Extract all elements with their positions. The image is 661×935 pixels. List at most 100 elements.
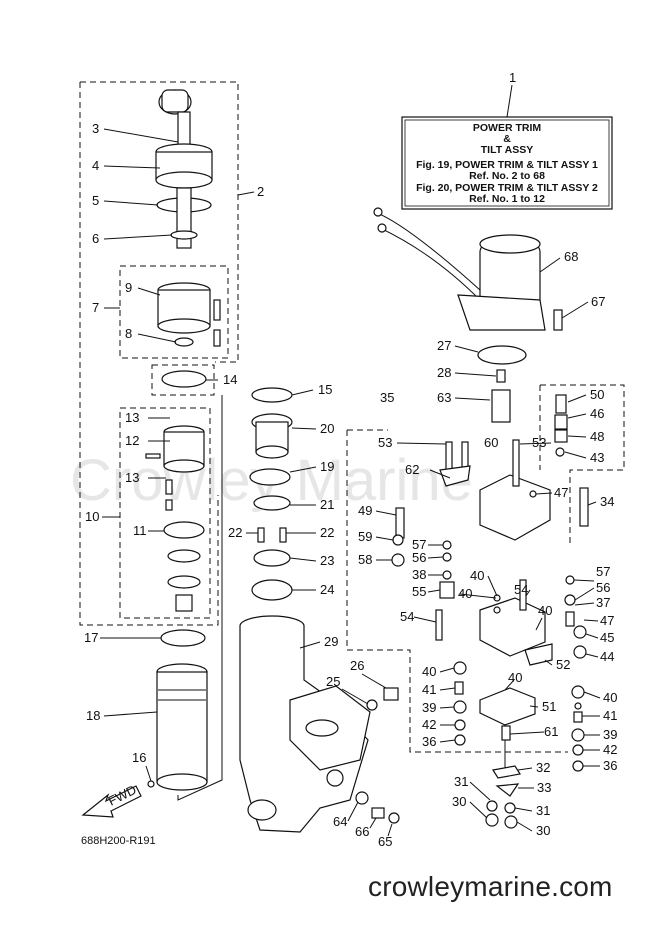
callout-29: 29 — [324, 634, 338, 649]
callout-49: 49 — [358, 503, 372, 518]
callout-3: 3 — [92, 121, 99, 136]
callout-41a: 41 — [422, 682, 436, 697]
callout-44: 44 — [600, 649, 614, 664]
callout-47b: 47 — [600, 613, 614, 628]
callout-13b: 13 — [125, 470, 139, 485]
callout-33: 33 — [537, 780, 551, 795]
callout-51: 51 — [542, 699, 556, 714]
callout-45: 45 — [600, 630, 614, 645]
callout-13a: 13 — [125, 410, 139, 425]
callout-17: 17 — [84, 630, 98, 645]
group-outlines — [79, 81, 625, 753]
callout-30a: 30 — [452, 794, 466, 809]
callout-14: 14 — [223, 372, 237, 387]
callout-31a: 31 — [454, 774, 468, 789]
callout-40d: 40 — [422, 664, 436, 679]
legend-line-7: Ref. No. 1 to 12 — [469, 193, 545, 205]
legend-line-1: POWER TRIM — [473, 122, 541, 134]
callout-11: 11 — [133, 523, 147, 538]
callout-35: 35 — [380, 390, 394, 405]
forward-arrow-icon: FWD — [81, 782, 142, 818]
callout-39b: 39 — [603, 727, 617, 742]
callout-40b: 40 — [458, 586, 472, 601]
callout-39a: 39 — [422, 700, 436, 715]
callout-55: 55 — [412, 584, 426, 599]
leader-lines — [100, 128, 601, 837]
callout-59: 59 — [358, 529, 372, 544]
callout-48: 48 — [590, 429, 604, 444]
legend-box: POWER TRIM & TILT ASSY Fig. 19, POWER TR… — [401, 70, 613, 210]
callout-19: 19 — [320, 459, 334, 474]
callout-12: 12 — [125, 433, 139, 448]
callout-67: 67 — [591, 294, 605, 309]
callout-6: 6 — [92, 231, 99, 246]
callout-26: 26 — [350, 658, 364, 673]
site-url[interactable]: crowleymarine.com — [368, 871, 613, 902]
legend-line-2: & — [503, 133, 511, 145]
callout-42b: 42 — [603, 742, 617, 757]
callout-22b: 22 — [320, 525, 334, 540]
callout-40a: 40 — [470, 568, 484, 583]
callout-56a: 56 — [412, 550, 426, 565]
callout-22a: 22 — [228, 525, 242, 540]
callout-42a: 42 — [422, 717, 436, 732]
callout-5: 5 — [92, 193, 99, 208]
trim-piston-assembly — [249, 387, 293, 601]
callout-57a: 57 — [412, 537, 426, 552]
callout-53b: 53 — [532, 435, 546, 450]
manual-valve-assembly — [485, 740, 521, 829]
callout-7: 7 — [92, 300, 99, 315]
callout-9: 9 — [125, 280, 132, 295]
callout-40f: 40 — [603, 690, 617, 705]
callout-50: 50 — [590, 387, 604, 402]
callout-32: 32 — [536, 760, 550, 775]
callout-63: 63 — [437, 390, 451, 405]
motor-assembly — [373, 207, 563, 423]
legend-line-6: Fig. 20, POWER TRIM & TILT ASSY 2 — [416, 182, 598, 194]
callout-62: 62 — [405, 462, 419, 477]
callout-66: 66 — [355, 824, 369, 839]
callout-numbers: 3 4 5 6 2 7 9 8 14 13 12 13 10 11 17 18 … — [84, 121, 617, 849]
legend-line-4: Fig. 19, POWER TRIM & TILT ASSY 1 — [416, 159, 598, 171]
callout-2: 2 — [257, 184, 264, 199]
callout-18: 18 — [86, 708, 100, 723]
callout-34: 34 — [600, 494, 614, 509]
diagram-code: 688H200-R191 — [81, 835, 156, 847]
callout-15: 15 — [318, 382, 332, 397]
pump-assembly — [391, 394, 589, 599]
callout-27: 27 — [437, 338, 451, 353]
callout-40c: 40 — [538, 603, 552, 618]
callout-47a: 47 — [554, 485, 568, 500]
callout-54a: 54 — [514, 582, 528, 597]
callout-64: 64 — [333, 814, 347, 829]
free-piston-assembly — [145, 425, 205, 612]
callout-16: 16 — [132, 750, 146, 765]
callout-25: 25 — [326, 674, 340, 689]
callout-53a: 53 — [378, 435, 392, 450]
callout-54b: 54 — [400, 609, 414, 624]
callout-20: 20 — [320, 421, 334, 436]
callout-23: 23 — [320, 553, 334, 568]
callout-56b: 56 — [596, 580, 610, 595]
callout-37: 37 — [596, 595, 610, 610]
callout-52: 52 — [556, 657, 570, 672]
callout-46: 46 — [590, 406, 604, 421]
callout-30b: 30 — [536, 823, 550, 838]
housing-body — [239, 615, 400, 833]
tilt-cylinder — [147, 395, 223, 801]
callout-60: 60 — [484, 435, 498, 450]
callout-10: 10 — [85, 509, 99, 524]
callout-43: 43 — [590, 450, 604, 465]
legend-line-5: Ref. No. 2 to 68 — [469, 170, 545, 182]
legend-line-3: TILT ASSY — [481, 144, 534, 156]
callout-4: 4 — [92, 158, 99, 173]
callout-21: 21 — [320, 497, 334, 512]
callout-58: 58 — [358, 552, 372, 567]
callout-61: 61 — [544, 724, 558, 739]
callout-28: 28 — [437, 365, 451, 380]
callout-24: 24 — [320, 582, 334, 597]
callout-36a: 36 — [422, 734, 436, 749]
tilt-rod-assembly — [155, 89, 213, 249]
piston-assembly — [157, 282, 221, 388]
